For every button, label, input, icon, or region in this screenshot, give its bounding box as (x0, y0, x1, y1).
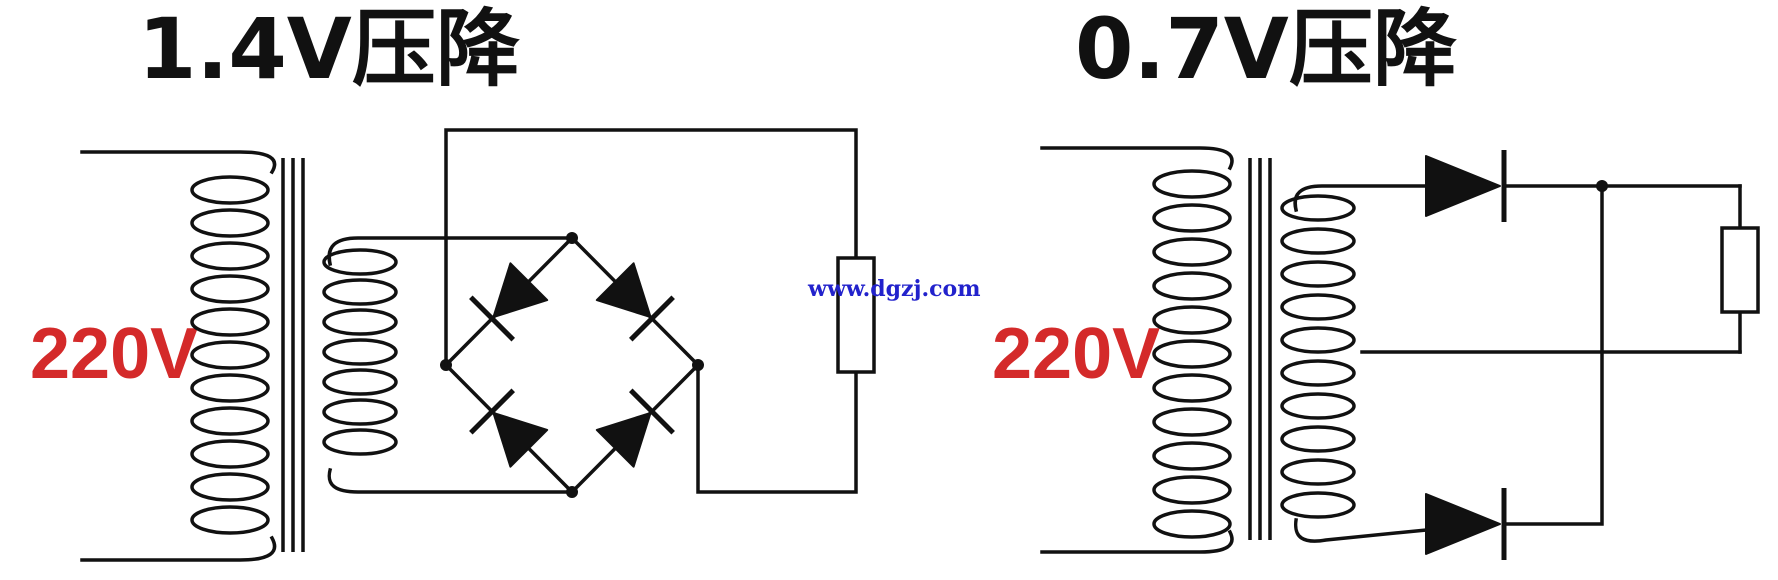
coil-loop (1152, 339, 1232, 369)
coil-loop (1280, 293, 1356, 321)
coil-loop (322, 428, 398, 456)
left-title: 1.4V压降 (138, 0, 520, 98)
right-output-wire-return (1502, 184, 1604, 526)
right-secondary-lead-top (1293, 184, 1428, 213)
right-secondary-coil (1280, 194, 1356, 519)
right-primary-lead-top (1040, 146, 1234, 171)
coil-loop (1280, 227, 1356, 255)
left-output-wire-bottom (696, 363, 858, 494)
coil-loop (1152, 475, 1232, 505)
right-secondary-lead-bottom (1293, 518, 1428, 543)
left-primary-lead-top (80, 150, 277, 175)
coil-loop (190, 241, 270, 271)
coil-loop (1280, 260, 1356, 288)
coil-loop (1152, 407, 1232, 437)
watermark: www.dgzj.com (807, 276, 981, 302)
left-diode-top-left (469, 262, 549, 342)
coil-loop (322, 338, 398, 366)
coil-loop (1280, 359, 1356, 387)
left-secondary-lead-top (327, 236, 574, 267)
left-node-bottom (566, 486, 578, 498)
coil-loop (190, 274, 270, 304)
coil-loop (322, 278, 398, 306)
right-diode-bottom (1425, 488, 1507, 560)
coil-loop (1152, 203, 1232, 233)
coil-loop (190, 406, 270, 436)
coil-loop (190, 175, 270, 205)
coil-loop (190, 505, 270, 535)
coil-loop (190, 208, 270, 238)
coil-loop (322, 368, 398, 396)
right-title: 0.7V压降 (1075, 0, 1457, 98)
coil-loop (190, 307, 270, 337)
left-diode-bottom-right (595, 388, 675, 468)
right-primary-lead-bottom (1040, 529, 1234, 554)
coil-loop (190, 439, 270, 469)
coil-loop (1280, 458, 1356, 486)
left-load-resistor (836, 256, 876, 374)
coil-loop (322, 308, 398, 336)
coil-loop (1280, 326, 1356, 354)
left-circuit: 1.4V压降 220V (30, 0, 876, 562)
left-primary-coil (190, 175, 270, 535)
left-secondary-coil (322, 248, 398, 456)
coil-loop (190, 340, 270, 370)
coil-loop (1152, 271, 1232, 301)
coil-loop (1152, 237, 1232, 267)
coil-loop (322, 248, 398, 276)
left-secondary-lead-bottom (327, 467, 574, 494)
right-load-resistor (1720, 226, 1760, 314)
right-diode-top (1425, 150, 1507, 222)
left-output-wire-top (444, 128, 858, 367)
coil-loop (1152, 169, 1232, 199)
coil-loop (1152, 509, 1232, 539)
left-diode-bottom-left (469, 388, 549, 468)
left-node-top (566, 232, 578, 244)
coil-loop (190, 472, 270, 502)
left-voltage-label: 220V (30, 314, 198, 394)
coil-loop (1280, 194, 1356, 222)
right-circuit: 0.7V压降 220V (992, 0, 1760, 560)
coil-loop (1152, 373, 1232, 403)
right-voltage-label: 220V (992, 314, 1160, 394)
coil-loop (1280, 491, 1356, 519)
coil-loop (1152, 305, 1232, 335)
coil-loop (1280, 392, 1356, 420)
coil-loop (1280, 425, 1356, 453)
left-diode-top-right (595, 262, 675, 342)
left-primary-lead-bottom (80, 535, 277, 562)
right-node-output (1596, 180, 1608, 192)
coil-loop (190, 373, 270, 403)
coil-loop (322, 398, 398, 426)
right-primary-coil (1152, 169, 1232, 539)
coil-loop (1152, 441, 1232, 471)
